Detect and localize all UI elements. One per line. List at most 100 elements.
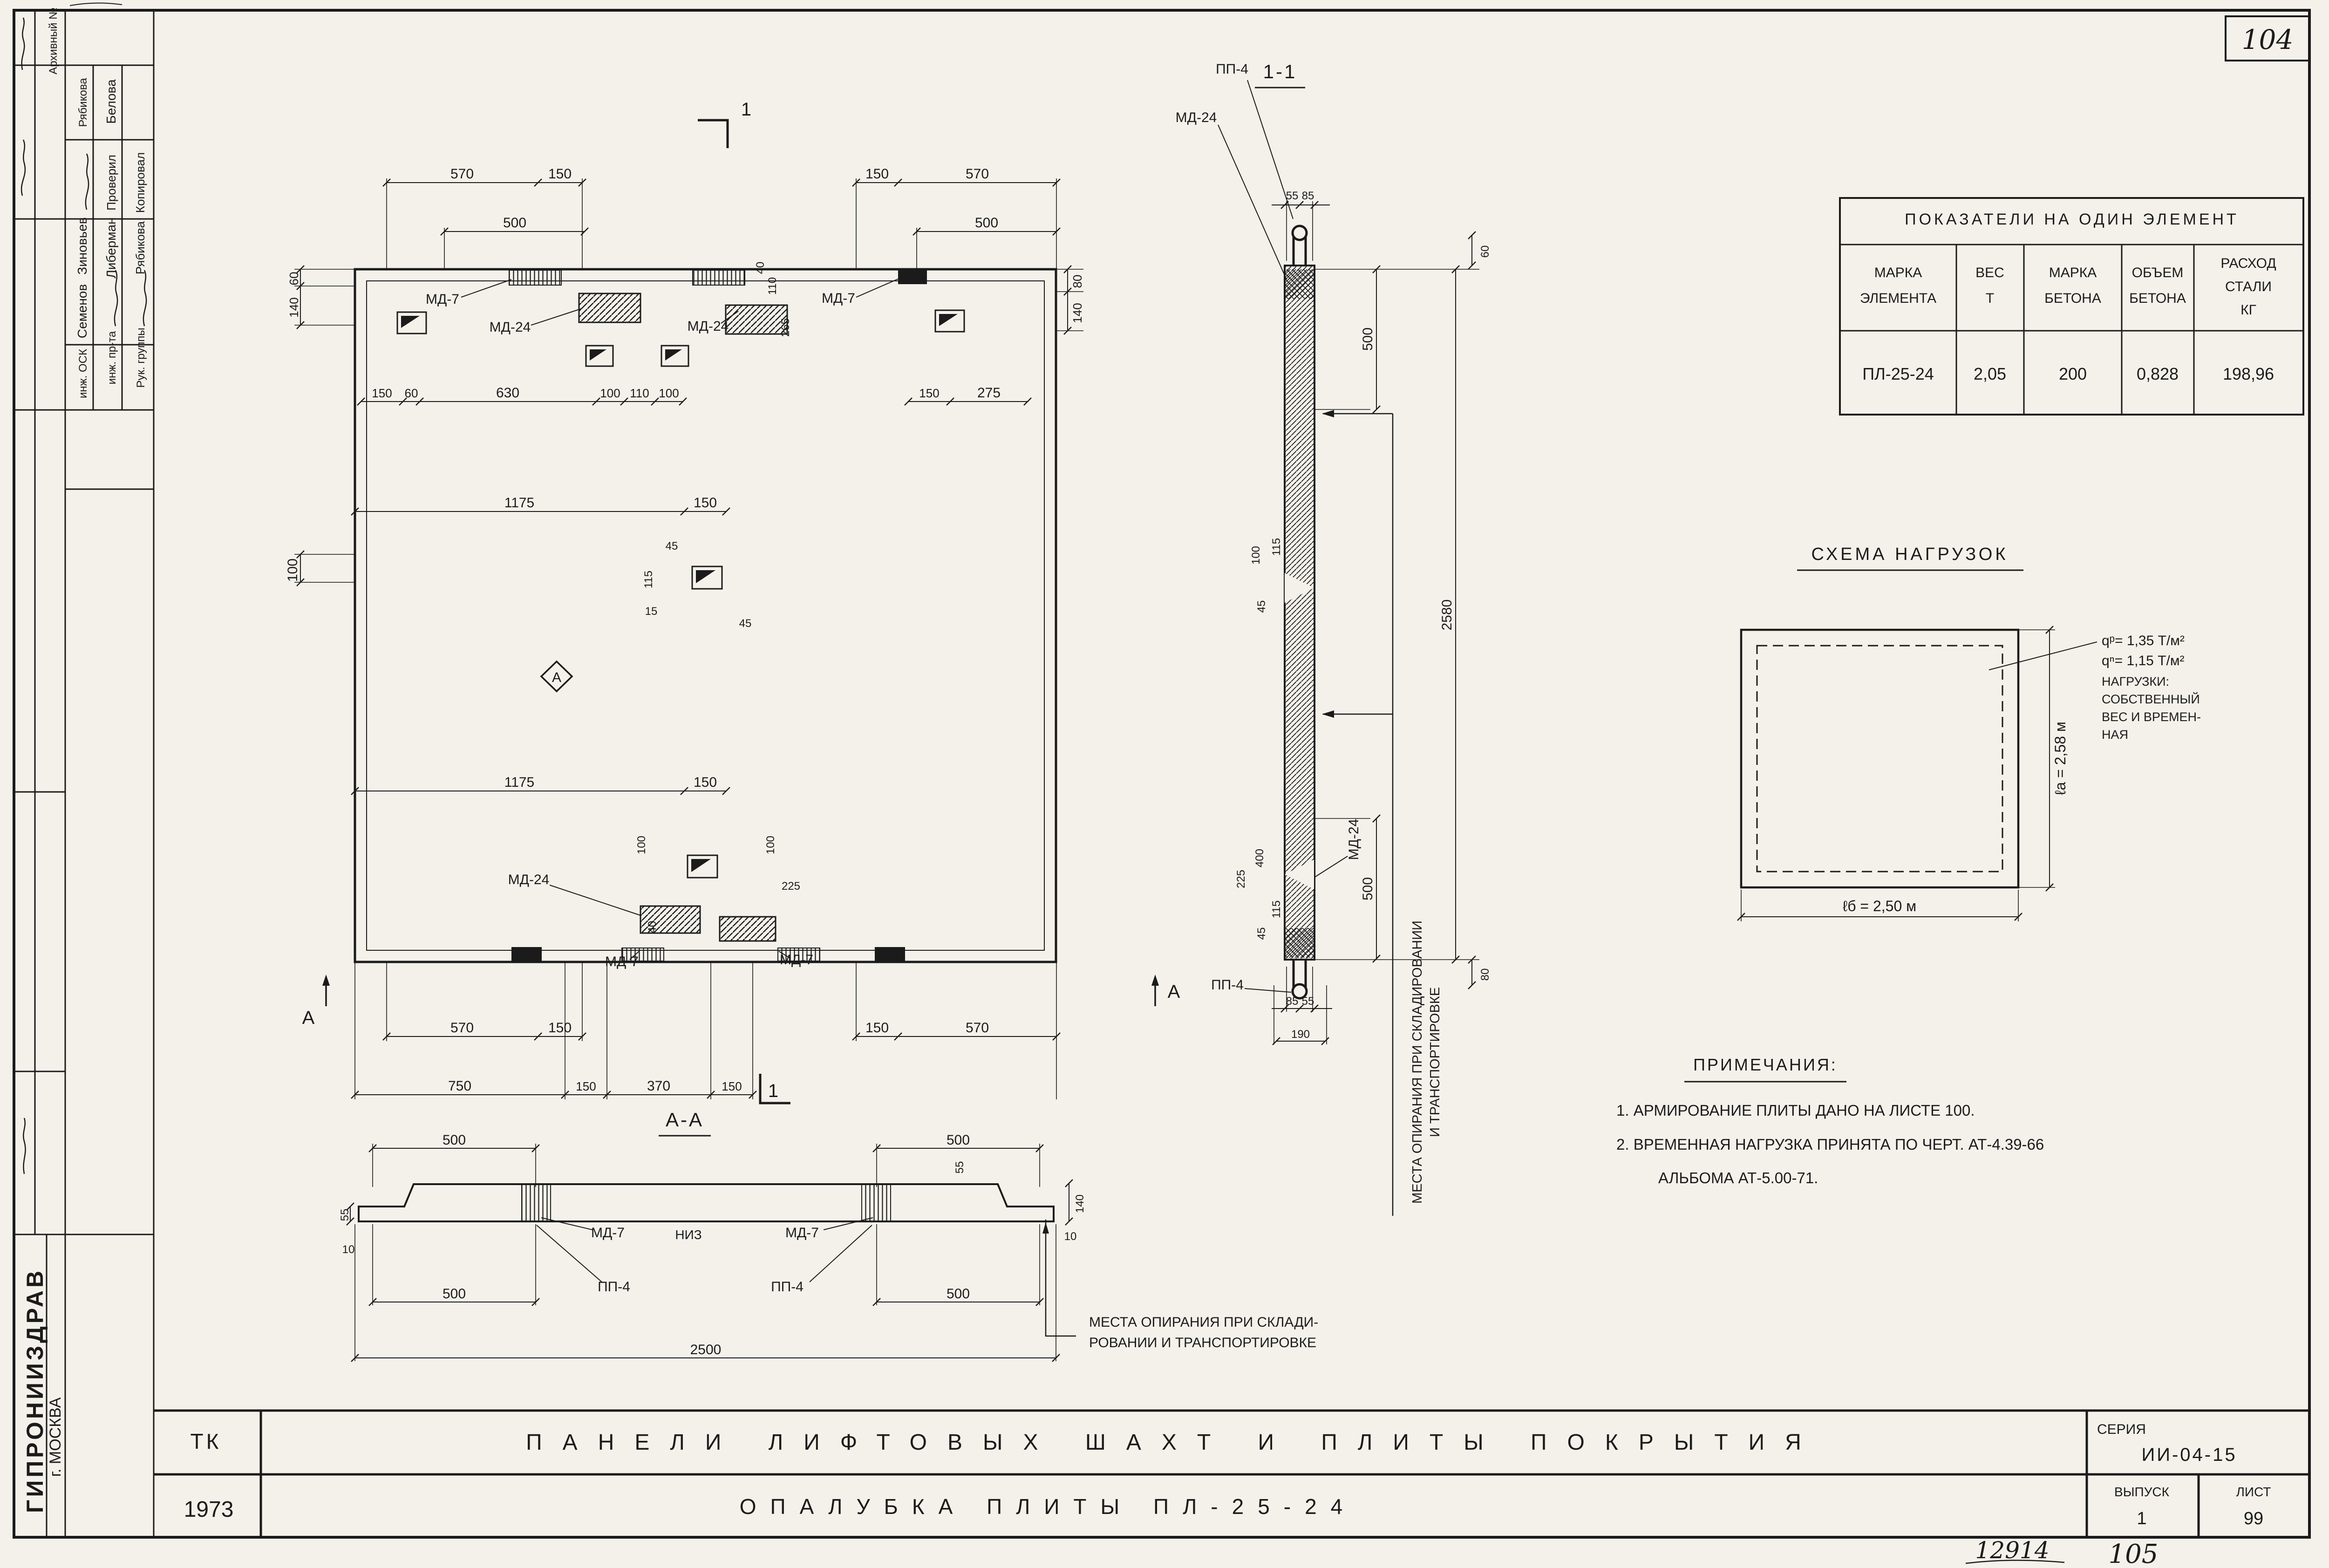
notes-block: ПРИМЕЧАНИЯ: 1. АРМИРОВАНИЕ ПЛИТЫ ДАНО НА… [1616,1055,2044,1186]
dim-label: ПП-4 [1216,61,1248,77]
load-scheme-load-area [1756,645,2003,873]
support-note-vertical: И ТРАНСПОРТИРОВКЕ [1428,987,1443,1137]
cut-mark-1: 1 [741,99,751,120]
issue-label: ВЫПУСК [2114,1485,2170,1499]
dim-label: 40 [646,921,659,934]
embed-md24-plate [578,293,641,323]
support-arrowhead [1322,710,1334,718]
stamp-role-engineer: инж. пр-та [106,331,118,384]
stamp-name-ryabikova: Рябикова [133,221,147,274]
stamp-column: Архивный № Рябикова Белова Проверил Копи… [14,7,155,1537]
dim-label: 10 [342,1243,355,1256]
note-item: 1. АРМИРОВАНИЕ ПЛИТЫ ДАНО НА ЛИСТЕ 100. [1616,1102,1975,1119]
view-arrowhead [322,975,330,986]
dim-label: 150 [694,775,717,790]
dim-label: 140 [1074,1194,1086,1213]
dim-label: 100 [1250,546,1262,565]
sheet-value: 99 [2244,1509,2263,1528]
dim-label: 150 [576,1079,596,1093]
dim-label: 60 [405,386,418,400]
slab-top-embed [1285,269,1314,299]
extension-lines [294,178,2055,1361]
dim-label: 400 [1253,849,1266,867]
inventory-number: 12914 [1975,1537,2049,1564]
plan-view: А [354,268,1057,963]
dim-label: 85 [1302,190,1314,202]
dim-label: 80 [1479,968,1491,981]
stamp-role-group-leader: Рук. группы [135,328,147,388]
titleblock-tk: ТК [191,1429,222,1453]
lifting-loop-bottom [1291,983,1308,1000]
page-number-box [2225,15,2310,61]
dim-label: 500 [1360,327,1376,351]
dim-label: 45 [1255,600,1268,613]
organization-city: г. МОСКВА [47,1397,64,1477]
embed-sleeve-marks [396,309,965,879]
stamp-grid-lines [14,10,155,1537]
embed-md7-strip [692,270,745,286]
axis-diamond-marker [540,660,573,693]
dim-label: 55 [339,1209,351,1221]
dim-label: ПП-4 [771,1279,804,1295]
dim-label: 150 [865,166,889,182]
leader-arrowhead [1042,1222,1049,1234]
signature-scribble [143,270,147,327]
dim-label: НИЗ [675,1227,701,1242]
dim-label: МД-7 [780,952,813,968]
view-arrowhead [1151,975,1159,986]
dim-label: 100 [600,386,620,400]
dim-label: 45 [666,540,678,552]
dim-label: 500 [503,215,526,231]
load-note-line: ВЕС И ВРЕМЕН- [2102,710,2201,724]
section-a-a: А-А МЕСТА ОПИРАНИЯ ПРИ СКЛАДИ- РОВАНИИ И… [358,1109,1318,1350]
dim-label: 190 [1291,1028,1310,1041]
support-note-horizontal: МЕСТА ОПИРАНИЯ ПРИ СКЛАДИ- [1089,1315,1318,1330]
lifting-loop-top [1291,225,1308,241]
dim-label: 150 [372,386,392,400]
signature-scribble [85,153,89,210]
plan-outline [354,268,1057,963]
indicators-table: ПОКАЗАТЕЛИ НА ОДИН ЭЛЕМЕНТ МАРКА ЭЛЕМЕНТ… [1839,197,2304,416]
drawing-title-line2: ОПАЛУБКА ПЛИТЫ ПЛ-25-24 [740,1494,1357,1519]
dim-label: 225 [782,880,800,893]
support-band [521,1184,551,1222]
dim-label: 500 [1360,877,1376,900]
lifting-loop-top-legs [1292,237,1307,266]
table-cell-weight: 2,05 [1974,364,2006,383]
dim-label: 85 [1286,995,1299,1008]
dim-label: МД-24 [1346,819,1362,860]
dim-label: 55 [953,1161,966,1174]
table-title: ПОКАЗАТЕЛИ НА ОДИН ЭЛЕМЕНТ [1905,211,2239,228]
table-header: ОБЪЕМ [2132,265,2184,280]
organization-name: ГИПРОНИИЗДРАВ [22,1268,48,1513]
dim-label: 100 [764,836,777,854]
normative-load-value: qⁿ= 1,15 Т/м² [2102,653,2184,668]
table-header: МАРКА [1874,265,1922,280]
dim-label: 55 [1302,995,1314,1008]
embed-md24-plate [719,916,776,942]
dim-label: 500 [443,1132,466,1148]
dim-label: 570 [450,1020,474,1036]
dim-label: 110 [630,386,649,400]
dim-label: 570 [966,166,989,182]
dim-label: 45 [1255,927,1268,940]
dim-label: МД-24 [490,320,531,335]
table-header: КГ [2240,302,2256,318]
dim-label: 150 [865,1020,889,1036]
lifting-loop-bottom-legs [1292,960,1307,988]
load-scheme-slab-outline [1740,628,2020,889]
dim-label: МД-7 [605,954,639,969]
stamp-name-semenov: Семенов [75,284,89,339]
dim-label: 1175 [504,495,535,511]
storage-note-leader [1045,1220,1076,1337]
page-number-bottom: 105 [2109,1539,2159,1568]
table-header: РАСХОД [2220,256,2276,271]
dim-label: 140 [1070,303,1084,323]
dim-label: 150 [694,495,717,511]
dim-label: МД-24 [508,872,550,887]
dim-label: 500 [947,1286,970,1302]
notes-title: ПРИМЕЧАНИЯ: [1693,1055,1838,1074]
dim-label: МД-7 [426,292,459,307]
dim-label: МД-7 [785,1225,819,1241]
dim-label: 150 [722,1079,742,1093]
